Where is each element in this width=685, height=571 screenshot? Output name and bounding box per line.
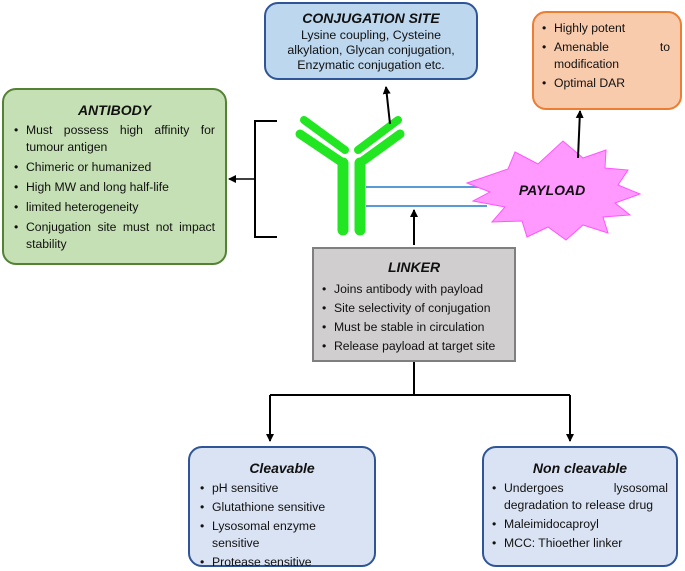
non-cleavable-item: Maleimidocaproyl — [492, 516, 668, 533]
non-cleavable-item: MCC: Thioether linker — [492, 535, 668, 552]
conjugation-site-title: CONJUGATION SITE — [302, 10, 440, 26]
conjugation-site-line: alkylation, Glycan conjugation, — [287, 43, 455, 57]
cleavable-box: Cleavable pH sensitive Glutathione sensi… — [188, 446, 376, 571]
conjugation-site-line: Lysine coupling, Cysteine — [300, 28, 442, 42]
payload-properties-box: Highly potent Amenable to modification O… — [532, 11, 682, 110]
conjugation-site-line: Enzymatic conjugation etc. — [297, 58, 445, 72]
antibody-item: High MW and long half-life — [14, 179, 215, 196]
non-cleavable-box: Non cleavable Undergoes lysosomal degrad… — [482, 446, 678, 567]
cleavable-item: Protease sensitive — [200, 554, 366, 571]
linker-box: LINKER Joins antibody with payload Site … — [312, 247, 516, 362]
arrow-to-conjugation-site — [382, 86, 391, 125]
antibody-item: Must possess high affinity for tumour an… — [14, 122, 215, 156]
payload-star-shape — [465, 140, 642, 241]
linker-item: Joins antibody with payload — [322, 281, 506, 298]
arrow-to-payload-properties — [575, 110, 584, 159]
linker-item: Release payload at target site — [322, 338, 506, 355]
antibody-bracket — [254, 120, 277, 238]
payload-label: PAYLOAD — [518, 182, 586, 198]
payload-item: Amenable to modification — [542, 39, 670, 73]
linker-item: Site selectivity of conjugation — [322, 300, 506, 317]
payload-item: Optimal DAR — [542, 75, 670, 92]
antibody-item: limited heterogeneity — [14, 199, 215, 216]
cleavable-item: Glutathione sensitive — [200, 499, 366, 516]
linker-split-connector — [270, 362, 570, 396]
antibody-title: ANTIBODY — [77, 102, 152, 118]
linker-title: LINKER — [387, 259, 441, 275]
antibody-box: ANTIBODY Must possess high affinity for … — [2, 88, 227, 265]
payload-item: Highly potent — [542, 20, 670, 37]
antibody-item: Conjugation site must not impact stabili… — [14, 219, 215, 253]
cleavable-title: Cleavable — [249, 460, 315, 476]
cleavable-item: Lysosomal enzyme sensitive — [200, 518, 366, 552]
conjugation-site-box: CONJUGATION SITE Lysine coupling, Cystei… — [264, 2, 478, 80]
antibody-item: Chimeric or humanized — [14, 159, 215, 176]
linker-lines — [366, 186, 487, 207]
non-cleavable-title: Non cleavable — [532, 460, 628, 476]
antibody-icon — [295, 116, 405, 236]
cleavable-item: pH sensitive — [200, 480, 366, 497]
non-cleavable-item: Undergoes lysosomal degradation to relea… — [492, 480, 668, 514]
linker-item: Must be stable in circulation — [322, 319, 506, 336]
